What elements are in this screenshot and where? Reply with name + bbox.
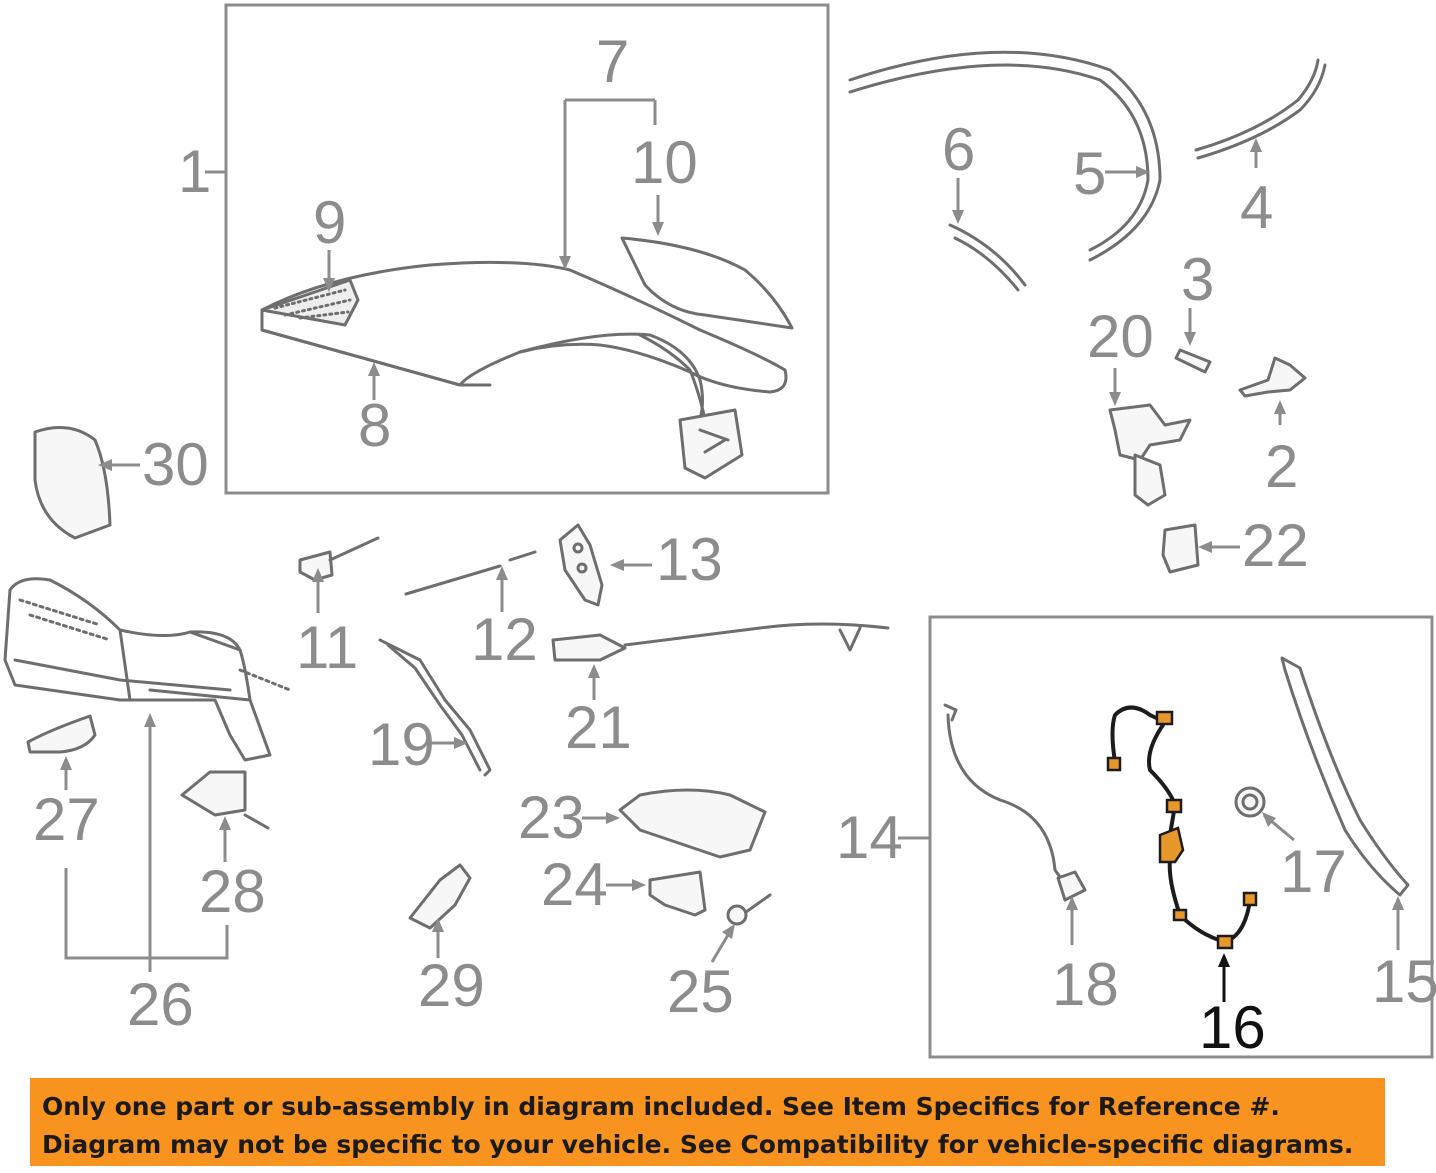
callout-21: 21 [565, 694, 632, 761]
drain-hose-part [943, 703, 1087, 902]
headrest-part [33, 426, 112, 540]
disclaimer-line-1: Only one part or sub-assembly in diagram… [42, 1092, 1280, 1121]
callout-20: 20 [1087, 303, 1154, 370]
trim-strip-part [1280, 656, 1410, 897]
callout-11: 11 [296, 614, 358, 681]
callout-30: 30 [142, 431, 209, 498]
callout-9: 9 [313, 189, 346, 256]
roof-seal-part [848, 50, 1162, 262]
wind-deflector-part [3, 577, 292, 762]
cable-21-part [551, 622, 890, 662]
switch-24-part [648, 870, 707, 917]
wiring-harness-part-highlighted [1106, 705, 1258, 950]
pin-part [1174, 348, 1212, 374]
rear-window-part [620, 236, 794, 330]
disclaimer-banner: Only one part or sub-assembly in diagram… [30, 1078, 1385, 1166]
callout-6: 6 [942, 116, 975, 183]
callout-19: 19 [368, 711, 435, 778]
callout-2: 2 [1265, 433, 1298, 500]
callout-12: 12 [471, 606, 538, 673]
cable-12-part [404, 550, 537, 596]
grommet-part [1234, 786, 1266, 818]
switch-part [1161, 523, 1200, 574]
bracket-28-part [180, 770, 270, 830]
callout-7: 7 [596, 28, 629, 95]
mesh-panel-part [260, 278, 360, 327]
side-seal-part [1194, 58, 1327, 160]
bracket-29-part [408, 863, 472, 930]
callout-25: 25 [667, 958, 734, 1025]
callout-22: 22 [1242, 512, 1309, 579]
bracket-13-part [558, 523, 604, 607]
rail-19-part [378, 638, 492, 777]
callout-18: 18 [1052, 951, 1119, 1018]
callout-5: 5 [1073, 140, 1106, 207]
callout-1: 1 [178, 138, 211, 205]
soft-top-cover-part [260, 260, 788, 480]
callout-28: 28 [199, 858, 266, 925]
hinge-motor-part [1108, 403, 1192, 507]
cover-23-part [618, 788, 767, 859]
callout-15: 15 [1372, 948, 1436, 1015]
group-1-frame [224, 3, 830, 495]
clip-part [26, 714, 97, 754]
callout-4: 4 [1240, 174, 1273, 241]
callout-14: 14 [836, 804, 903, 871]
disclaimer-line-2: Diagram may not be specific to your vehi… [42, 1130, 1354, 1159]
callout-23: 23 [518, 784, 585, 851]
callout-3: 3 [1181, 246, 1214, 313]
callout-29: 29 [418, 952, 485, 1019]
callout-8: 8 [358, 392, 391, 459]
callout-24: 24 [541, 851, 608, 918]
pushpin-25-part [726, 893, 772, 926]
callout-16-highlighted: 16 [1199, 994, 1266, 1061]
callout-10: 10 [631, 129, 698, 196]
callout-26: 26 [127, 971, 194, 1038]
cable-11-part [298, 536, 380, 582]
callout-27: 27 [33, 786, 100, 853]
callout-17: 17 [1280, 838, 1347, 905]
bracket-part [1238, 356, 1307, 398]
callout-13: 13 [656, 526, 723, 593]
front-seal-part [948, 223, 1027, 292]
